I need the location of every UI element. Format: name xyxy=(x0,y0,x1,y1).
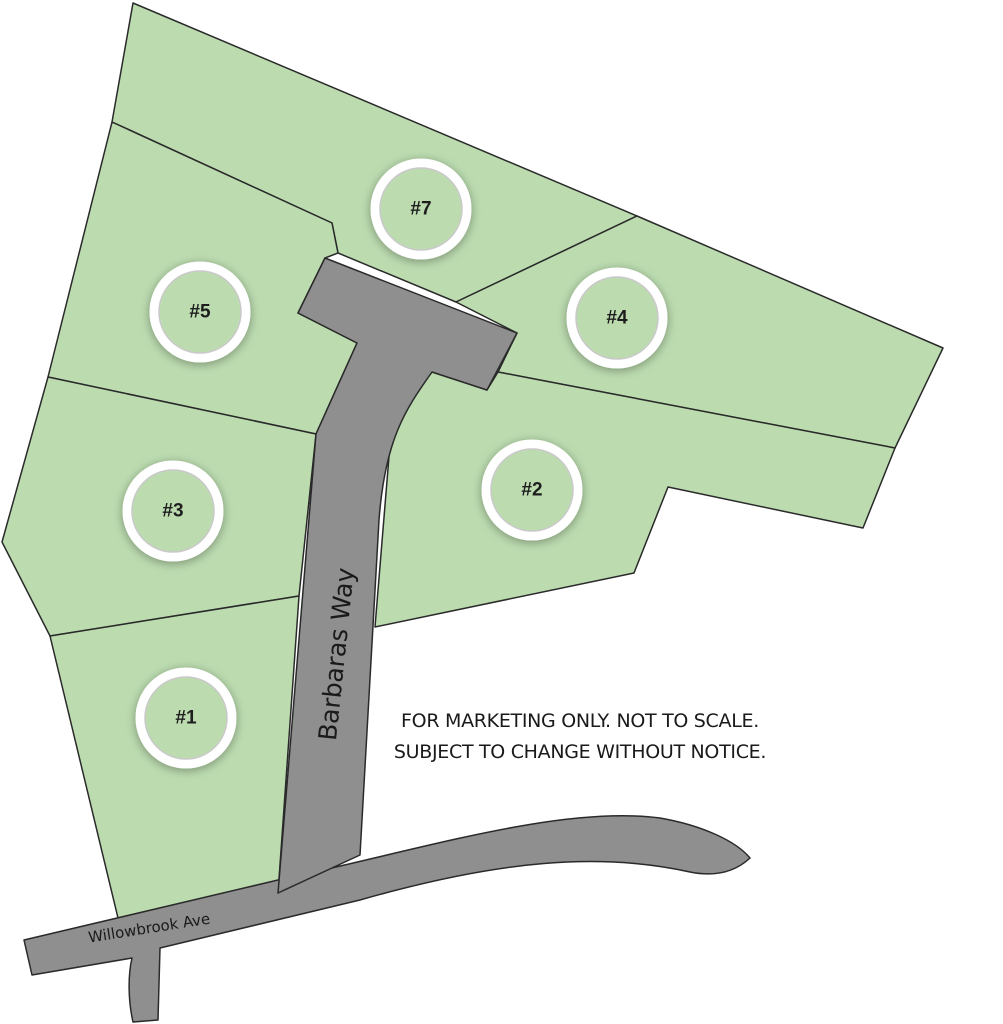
lot-1-label: #1 xyxy=(175,708,197,729)
lot-1-marker[interactable]: #1 xyxy=(135,667,237,769)
lots-layer xyxy=(1,2,944,919)
lot-7-label: #7 xyxy=(410,199,431,220)
willowbrook-ave-road[interactable] xyxy=(23,815,751,1023)
lot-markers: #7 #5 #4 #2 #3 #1 xyxy=(122,158,668,769)
lot-2-marker[interactable]: #2 xyxy=(481,439,583,541)
lot-4-marker[interactable]: #4 xyxy=(566,267,668,369)
lot-7-marker[interactable]: #7 xyxy=(370,158,472,260)
disclaimer-line-2: SUBJECT TO CHANGE WITHOUT NOTICE. xyxy=(393,741,767,763)
lot-3-marker[interactable]: #3 xyxy=(122,460,224,562)
lot-4-label: #4 xyxy=(606,308,628,329)
roads-layer xyxy=(23,257,751,1023)
disclaimer-line-1: FOR MARKETING ONLY. NOT TO SCALE. xyxy=(401,710,759,732)
lot-3-label: #3 xyxy=(162,501,183,522)
lot-5-marker[interactable]: #5 xyxy=(149,261,251,363)
lot-5-label: #5 xyxy=(189,302,211,323)
disclaimer-note: FOR MARKETING ONLY. NOT TO SCALE. SUBJEC… xyxy=(350,706,810,768)
lot-2-label: #2 xyxy=(521,480,542,501)
barbaras-way-road[interactable] xyxy=(277,257,518,894)
